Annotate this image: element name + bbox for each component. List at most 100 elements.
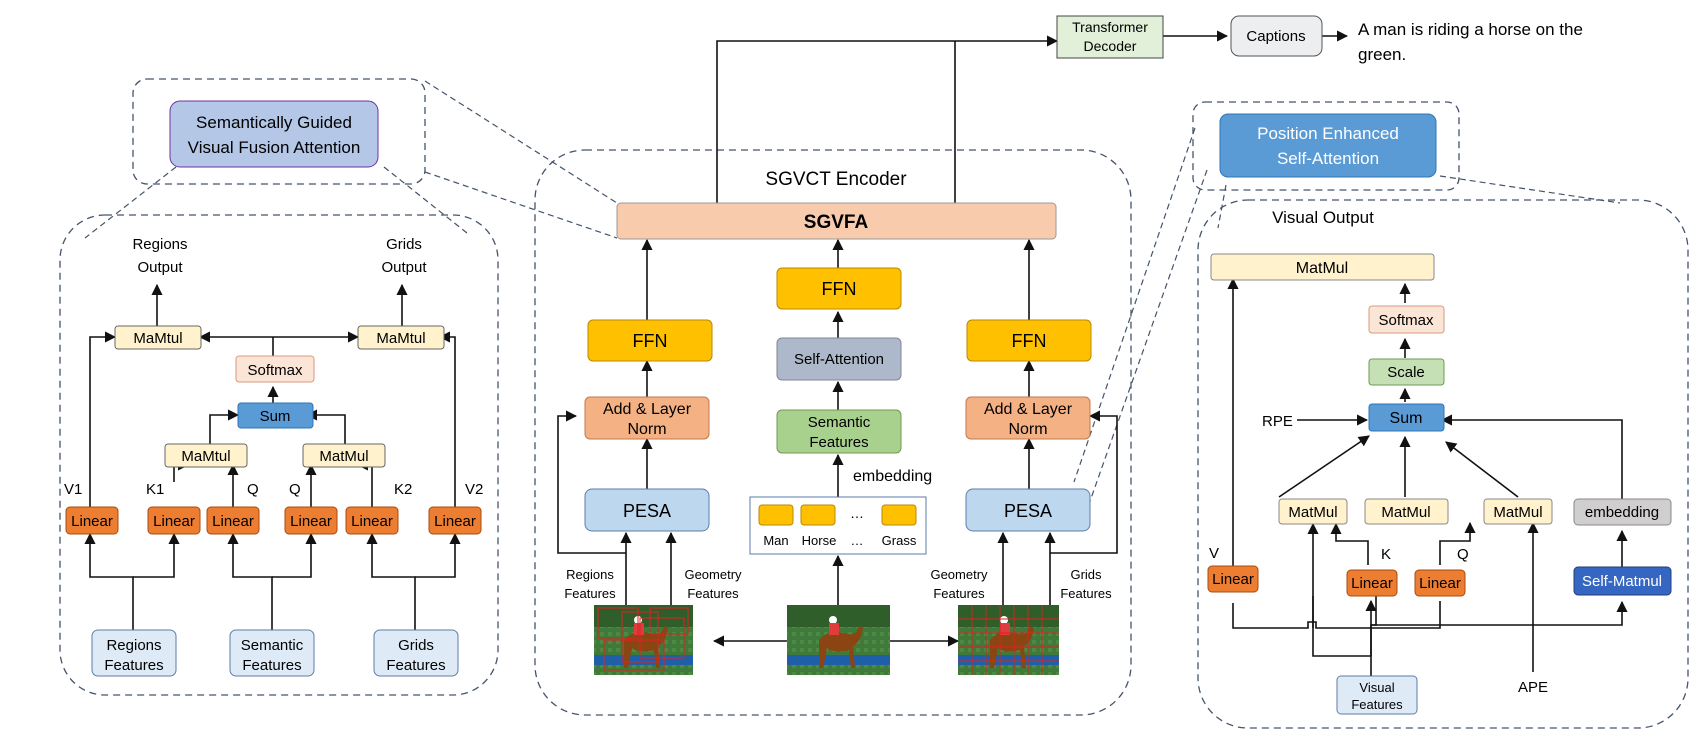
left-matmul-grids-label: MaMtul [376,330,425,347]
right-matmul-top: MatMul [1210,253,1435,281]
label-q2: Q [289,481,301,498]
semantic-features-line1: Semantic [808,414,871,431]
add-norm-left-line1: Add & Layer [603,401,692,418]
word-label-dots: … [851,533,864,548]
sgvfa-title-line1: Semantically Guided [196,113,352,132]
right-label-k: K [1381,546,1391,563]
right-matmul-3: MatMul [1483,498,1553,525]
embedding-label: embedding [853,468,932,485]
self-attention-label: Self-Attention [794,351,884,368]
right-linear-v: Linear [1207,565,1259,593]
left-sum-label: Sum [260,408,291,425]
right-self-matmul: Self-Matmul [1573,566,1672,596]
left-input-regions-line1: Regions [106,637,161,654]
geometry-features-left-line2: Features [687,586,739,601]
left-linear-k2: Linear [345,506,399,535]
sgvfa-block: SGVFA [616,202,1057,240]
pesa-title-line2: Self-Attention [1277,149,1379,168]
ffn-right: FFN [966,319,1092,362]
regions-image [594,605,693,675]
regions-output-label-line1: Regions [132,236,187,253]
left-linear-q2: Linear [284,506,338,535]
word-token-man [758,504,794,526]
left-softmax-label: Softmax [247,362,303,379]
visual-features-line2: Features [1351,697,1403,712]
right-self-matmul-label: Self-Matmul [1582,573,1662,590]
regions-features-label-line2: Features [564,586,616,601]
left-input-grids-line2: Features [386,657,445,674]
left-input-grids-features: Grids Features [373,629,459,677]
right-linear-q: Linear [1414,569,1466,597]
right-matmul-1-label: MatMul [1288,504,1337,521]
word-token-horse [800,504,836,526]
left-linear-q2-label: Linear [290,513,332,530]
right-linear-v-label: Linear [1212,571,1254,588]
left-linear-v2: Linear [428,506,482,535]
right-sum-label: Sum [1390,410,1423,427]
left-linear-v1-label: Linear [71,513,113,530]
left-matmul-k1q-label: MaMtul [181,448,230,465]
generated-caption-line2: green. [1358,45,1406,64]
pesa-title-box: Position Enhanced Self-Attention [1219,113,1437,178]
left-linear-k1-label: Linear [153,513,195,530]
transformer-decoder-label-line1: Transformer [1072,19,1148,35]
right-embedding: embedding [1573,498,1672,526]
ffn-left: FFN [587,319,713,362]
connectors [84,30,1628,676]
center-image [787,605,890,675]
regions-output-label-line2: Output [137,259,183,276]
right-linear-k: Linear [1346,569,1398,597]
left-title-frame [132,78,426,185]
left-sum: Sum [237,402,314,429]
add-norm-right-line2: Norm [1008,421,1047,438]
right-matmul-1: MatMul [1278,498,1348,525]
semantic-features-line2: Features [809,434,868,451]
dashed-containers [59,78,1689,729]
word-label-grass: Grass [882,533,917,548]
geometry-features-right-line2: Features [933,586,985,601]
label-k1: K1 [146,481,164,498]
ffn-center-label: FFN [822,279,857,299]
sgvfa-title-line2: Visual Fusion Attention [188,138,361,157]
right-matmul-2: MatMul [1364,498,1449,525]
word-label-horse: Horse [802,533,837,548]
add-norm-right-line1: Add & Layer [984,401,1073,418]
left-linear-v1: Linear [65,506,119,535]
right-label-q: Q [1457,546,1469,563]
left-softmax: Softmax [235,355,315,383]
left-matmul-regions: MaMtul [114,325,202,350]
left-matmul-regions-label: MaMtul [133,330,182,347]
grids-features-label-line2: Features [1060,586,1112,601]
right-title-frame [1192,101,1460,191]
pesa-title-line1: Position Enhanced [1257,124,1399,143]
sgvfa-block-label: SGVFA [804,212,869,233]
captions-label: Captions [1246,28,1305,45]
visual-features-line1: Visual [1359,680,1394,695]
label-k2: K2 [394,481,412,498]
ape-label: APE [1518,679,1548,696]
left-input-semantic-line2: Features [242,657,301,674]
geometry-features-right-line1: Geometry [930,567,988,582]
rpe-label: RPE [1262,413,1293,430]
right-embedding-label: embedding [1585,504,1659,521]
right-label-v: V [1209,545,1219,562]
visual-features-input: Visual Features [1336,675,1418,715]
word-token-dots: … [850,505,864,521]
left-input-grids-line1: Grids [398,637,434,654]
left-panel-frame [59,214,499,696]
captions-box: Captions [1230,15,1323,57]
right-softmax-label: Softmax [1378,312,1434,329]
sgvfa-title-box: Semantically Guided Visual Fusion Attent… [169,100,379,168]
grids-image [958,605,1059,675]
right-linear-k-label: Linear [1351,575,1393,592]
left-matmul-k1q: MaMtul [164,443,248,468]
right-matmul-top-label: MatMul [1296,260,1348,277]
ffn-right-label: FFN [1012,331,1047,351]
pesa-right: PESA [965,488,1091,532]
left-linear-k2-label: Linear [351,513,393,530]
semantic-features-block: Semantic Features [776,409,902,454]
pesa-left: PESA [584,488,710,532]
right-scale: Scale [1368,358,1445,386]
transformer-decoder-label-line2: Decoder [1084,38,1137,54]
